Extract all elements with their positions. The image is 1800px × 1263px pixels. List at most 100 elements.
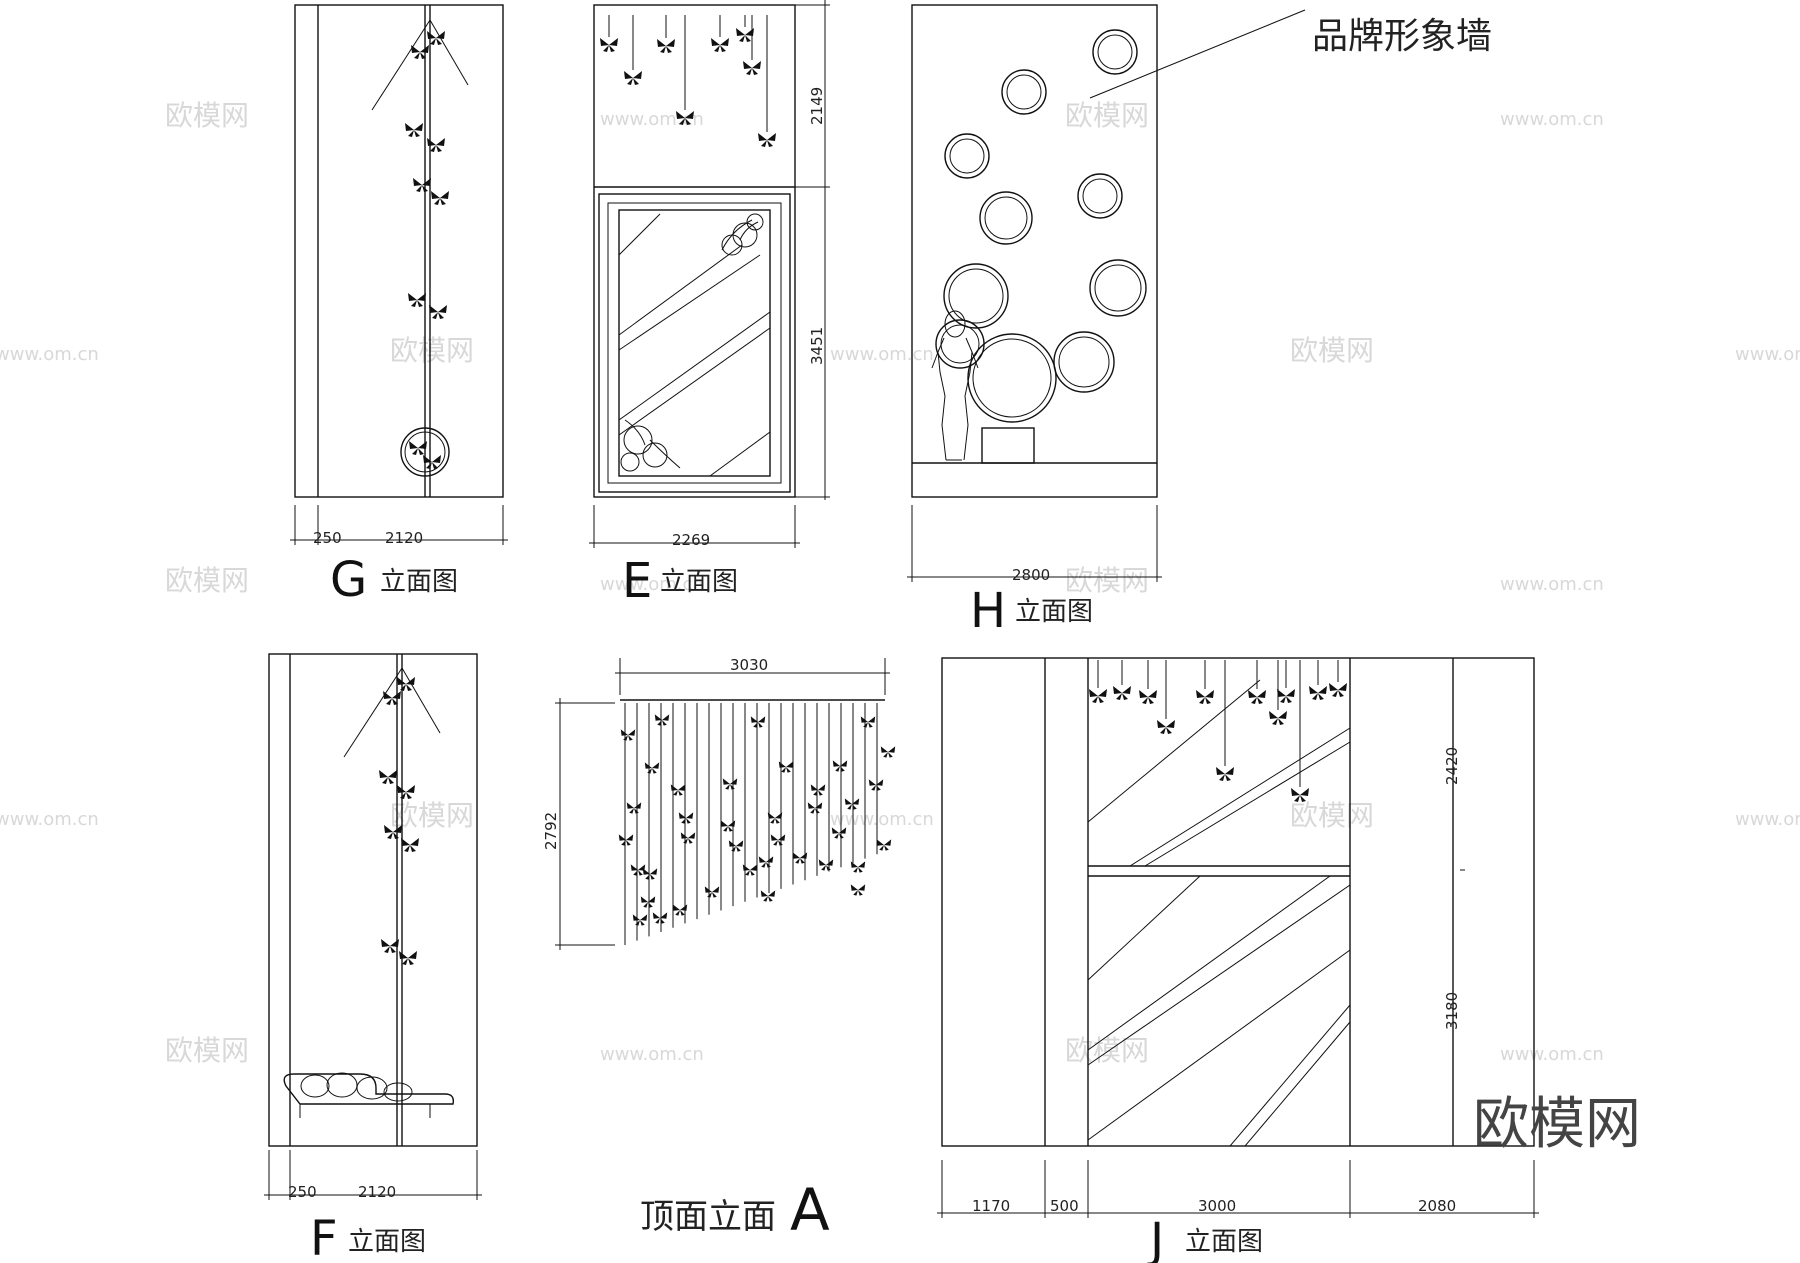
watermark-url: www.om.cn [600,1044,704,1065]
j-diagonal [1087,884,1351,1066]
butterfly-icon [880,746,896,758]
watermark-url: www.om.cn [600,109,704,130]
h-human-figure [931,310,979,461]
ring-outer [967,333,1057,423]
butterfly-icon [844,798,860,810]
e-dim-2149: 2149 [808,87,826,125]
watermark-url: www.om.cn [1735,809,1800,830]
j-diagonal [1087,949,1351,1141]
ring-inner [1082,178,1118,214]
ring-inner [1094,264,1142,312]
j-title-letter: J [1147,1213,1164,1263]
butterfly-icon [397,785,415,799]
butterfly-icon [632,914,648,926]
butterfly-icon [678,812,694,824]
butterfly-icon [807,802,823,814]
butterfly-icon [379,770,397,784]
e-title-letter: E [622,553,652,609]
ring-outer [1092,29,1138,75]
butterfly-icon [408,293,426,307]
watermark-url: www.om.cn [0,344,99,365]
butterfly-icon [711,38,729,52]
watermark-brand: 欧模网 [390,334,474,367]
f-wall-outline [268,653,478,1147]
butterfly-icon [750,716,766,728]
j-butterflies [1089,660,1347,802]
butterfly-icon [413,178,431,192]
ring-inner [1058,336,1110,388]
e-dim-2269: 2269 [672,531,710,549]
watermark-url: www.om.cn [1500,1044,1604,1065]
ring-inner [948,268,1004,324]
butterfly-icon [618,834,634,846]
e-diagonal [618,311,771,421]
watermark-brand: 欧模网 [165,1034,249,1067]
e-frame-outer [598,193,791,493]
h-ring-decor [935,29,1147,423]
butterfly-icon [1329,683,1347,697]
butterfly-icon [850,861,866,873]
j-dim-1170: 1170 [972,1197,1010,1215]
h-wall-outline [911,4,1158,498]
watermark-brand: 欧模网 [1065,99,1149,132]
e-diagonal [618,213,661,256]
g-wall-outline [294,4,504,498]
butterfly-icon [642,868,658,880]
watermark-brand: 欧模网 [165,99,249,132]
a-title-prefix: 顶面立面 [640,1197,776,1237]
ring-inner [949,138,985,174]
elevation-a-ceiling: 3030 2792 顶面立面 A [542,656,896,1244]
butterfly-icon [652,912,668,924]
butterfly-icon [1196,690,1214,704]
j-diagonal [1087,875,1331,1051]
butterfly-icon [758,133,776,147]
j-diagonal [1129,727,1351,867]
e-butterflies [600,15,776,147]
elevation-j: 2420 3180 1170 500 3000 2080 J 立面图 [937,657,1539,1263]
watermark-brand: 欧模网 [1290,334,1374,367]
g-butterflies [405,31,449,469]
a-dim-2792: 2792 [542,812,560,850]
h-low-cabinet [981,427,1035,464]
elevation-g: 250 2120 G 立面图 [290,4,508,608]
g-dim-250: 250 [313,529,342,547]
butterfly-icon [832,760,848,772]
a-title-letter: A [790,1176,830,1244]
g-dim-2120: 2120 [385,529,423,547]
elevation-h: 品牌形象墙 2800 H 立面图 [907,4,1492,639]
f-dim-2120: 2120 [358,1183,396,1201]
butterfly-icon [1089,689,1107,703]
butterfly-icon [704,886,720,898]
e-diagonal [618,254,761,351]
ring-outer [1001,69,1047,115]
butterfly-icon [680,832,696,844]
e-frame-fretwork [607,202,782,484]
e-mirror [618,209,771,477]
watermark-brand: 欧模网 [165,564,249,597]
butterfly-icon [401,838,419,852]
g-string-left [371,19,431,111]
watermark-brand: 欧模网 [1290,799,1374,832]
j-dim-2080: 2080 [1418,1197,1456,1215]
butterfly-icon [1139,690,1157,704]
watermark-url: www.om.cn [830,809,934,830]
j-wall-outline [941,657,1535,1147]
watermark-url: www.om.cn [1500,574,1604,595]
h-title-letter: H [970,583,1006,639]
e-diagonal [709,431,771,477]
butterfly-icon [657,39,675,53]
f-dim-250: 250 [288,1183,317,1201]
e-title-caption: 立面图 [660,567,738,597]
h-dim-2800: 2800 [1012,566,1050,584]
butterfly-icon [411,45,429,59]
f-string-left [343,667,403,758]
ring-inner [1006,74,1042,110]
ring-outer [1053,331,1115,393]
butterfly-icon [1216,767,1234,781]
butterfly-icon [1113,686,1131,700]
j-diagonal [1144,741,1351,867]
butterfly-icon [860,716,876,728]
g-round-ornament-inner [404,431,446,473]
butterfly-icon [1309,686,1327,700]
